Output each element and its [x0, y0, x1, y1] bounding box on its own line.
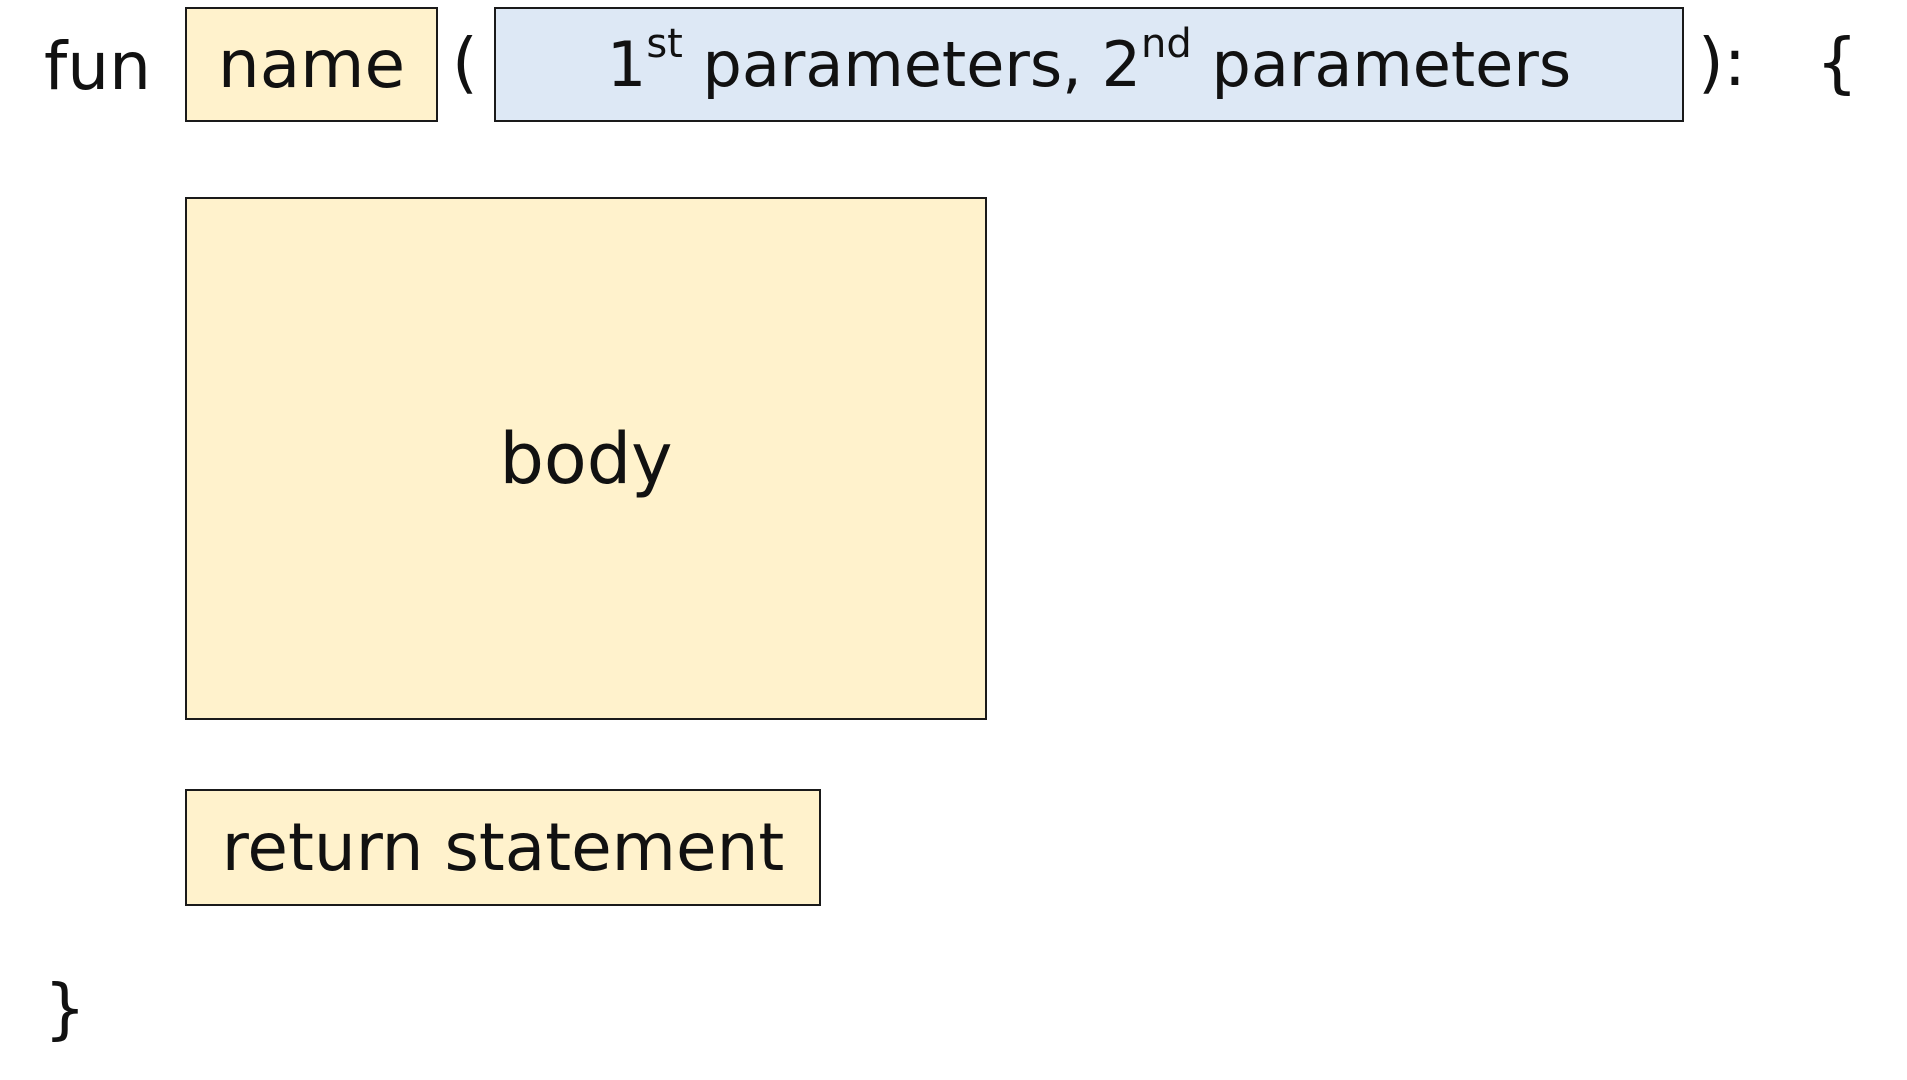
fun-keyword: fun [44, 28, 151, 105]
return-statement-label: return statement [221, 808, 785, 886]
function-name-box: name [185, 7, 438, 122]
body-label: body [499, 417, 673, 500]
open-parenthesis: ( [452, 24, 478, 101]
parameters-box: 1st parameters, 2nd parameters [494, 7, 1684, 122]
close-parenthesis-colon: ): [1698, 24, 1746, 101]
close-brace: } [44, 970, 86, 1047]
function-name-label: name [217, 25, 406, 103]
open-brace: { [1816, 24, 1858, 101]
parameters-label: 1st parameters, 2nd parameters [606, 20, 1572, 101]
body-box: body [185, 197, 987, 720]
return-statement-box: return statement [185, 789, 821, 906]
